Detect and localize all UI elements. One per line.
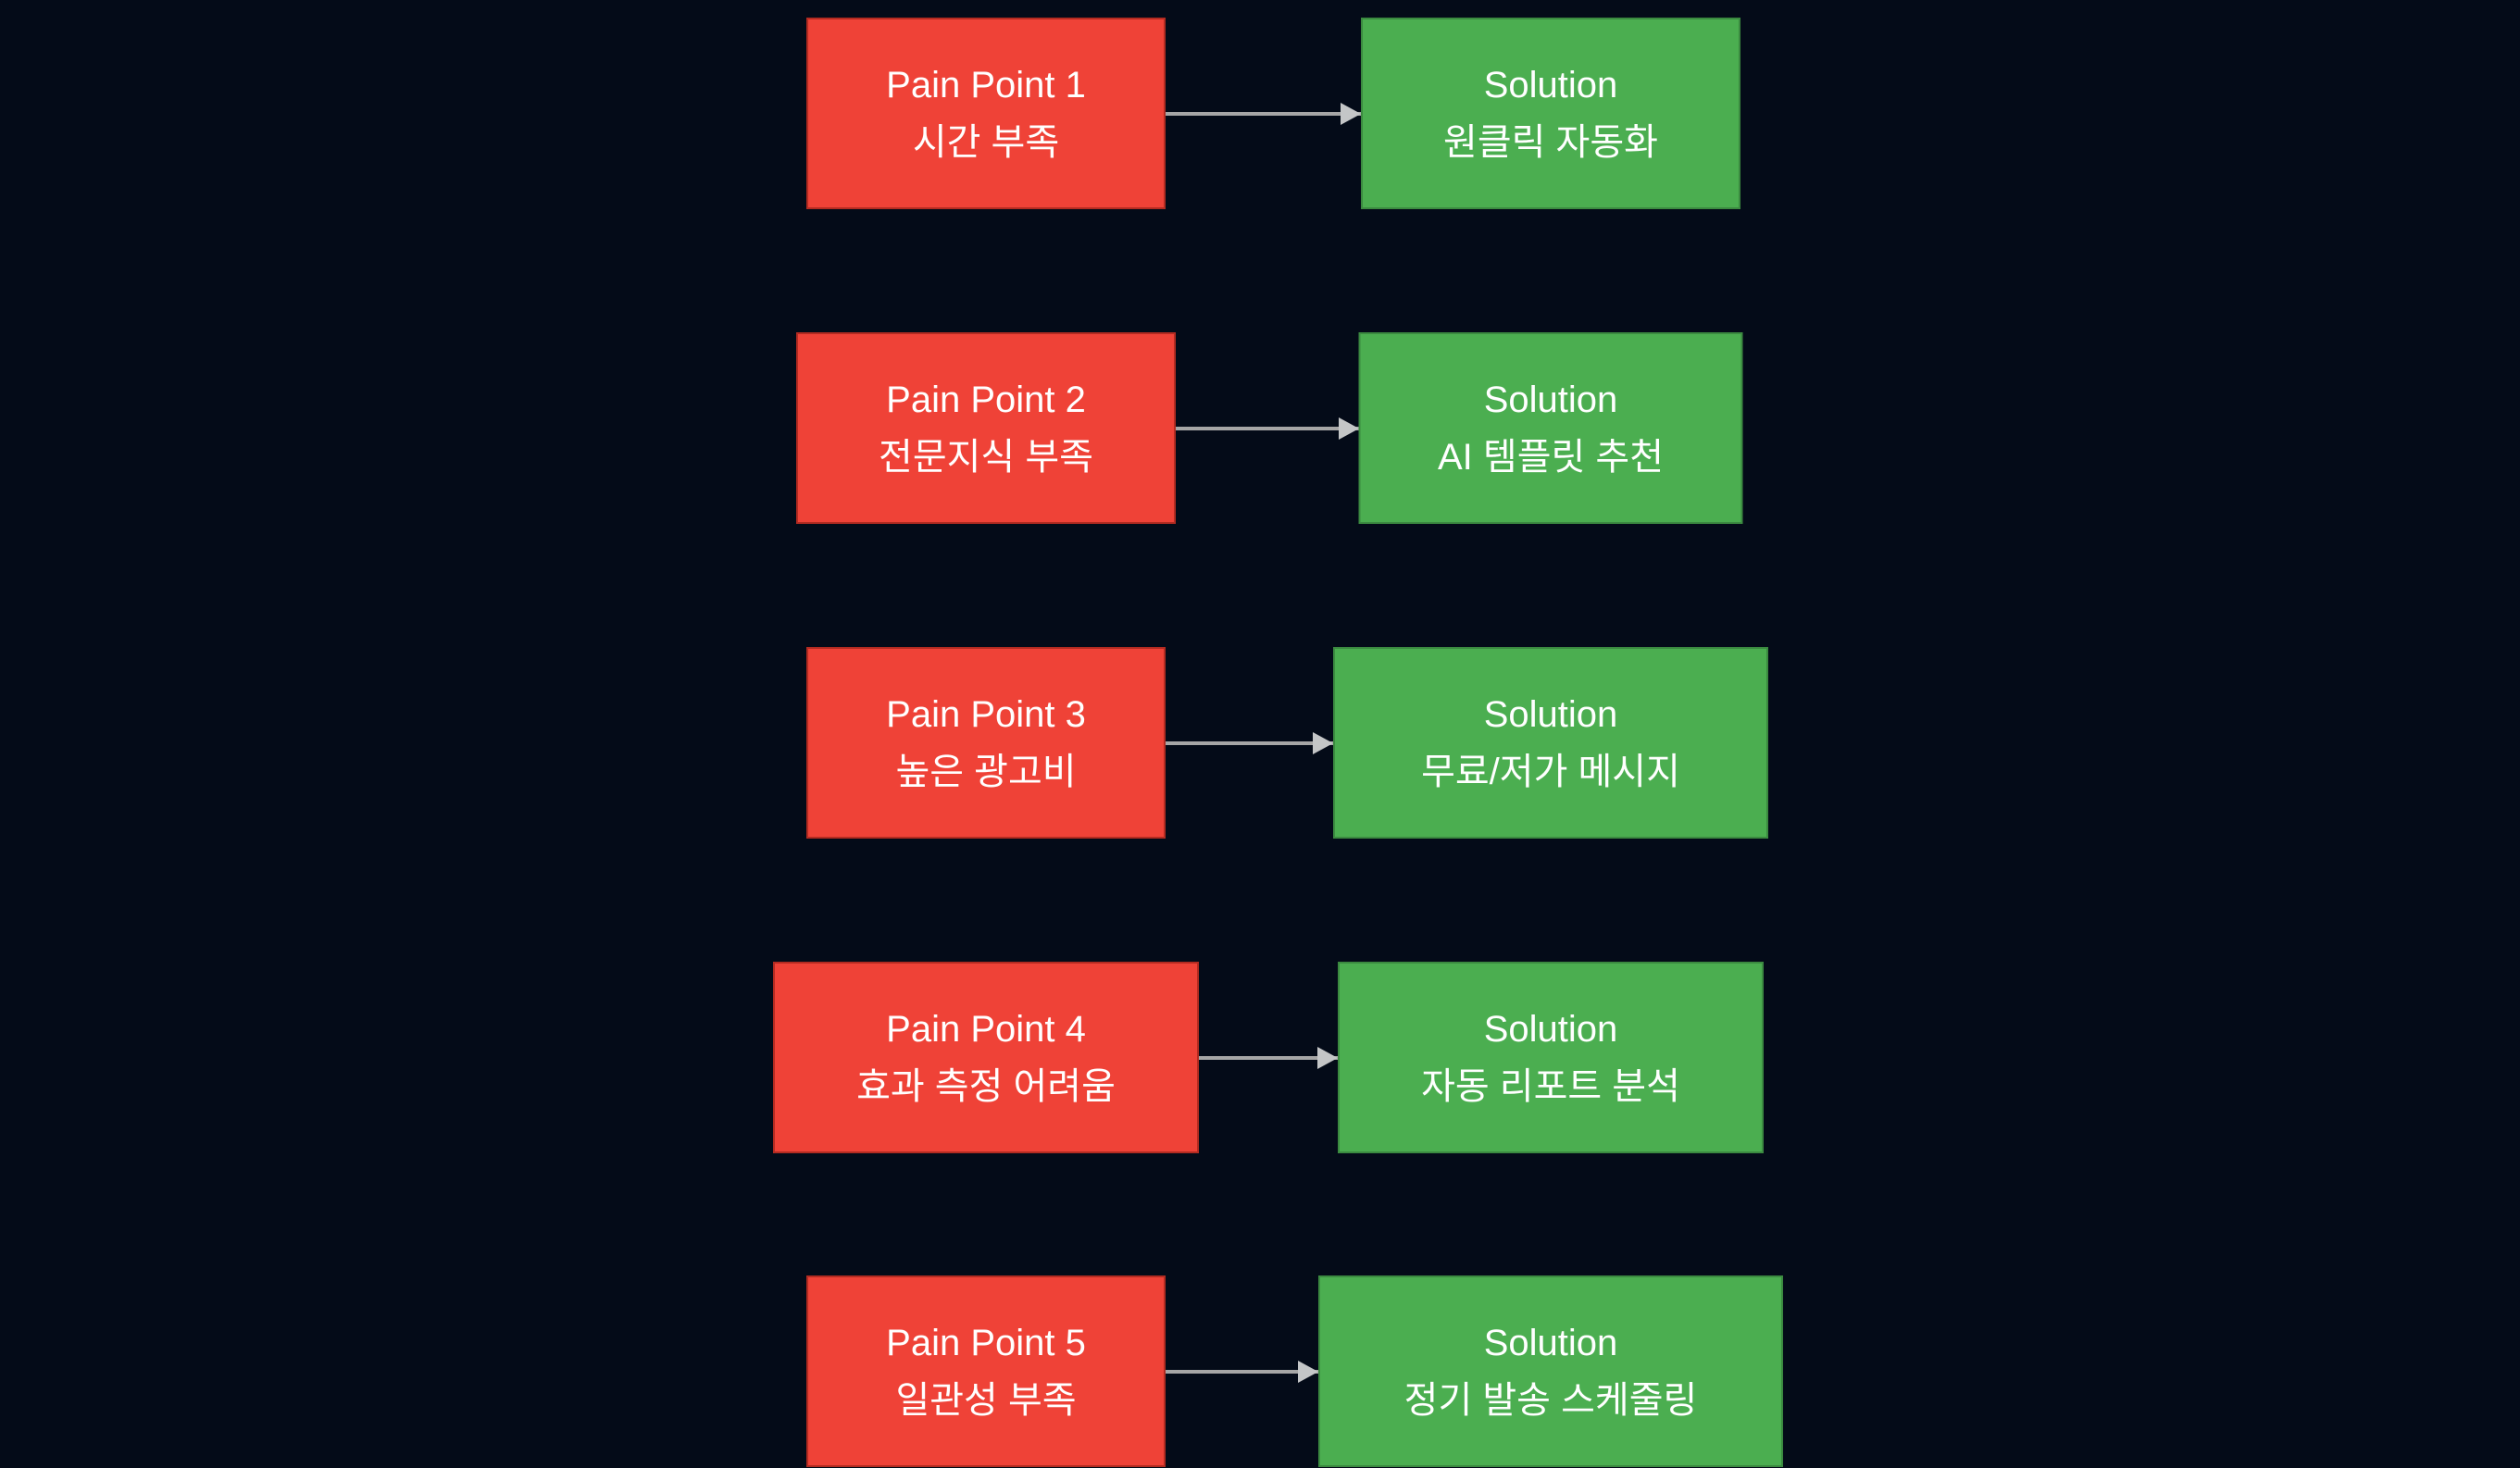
- arrow-connector: [1166, 1369, 1318, 1374]
- pain-point-title: Pain Point 3: [886, 693, 1086, 735]
- solution-subtitle: 원클릭 자동화: [1443, 121, 1658, 163]
- pain-point-title: Pain Point 5: [886, 1322, 1086, 1363]
- arrow-connector: [1199, 1055, 1338, 1060]
- pain-point-subtitle: 일관성 부족: [895, 1379, 1077, 1421]
- mapping-row: Pain Point 2 전문지식 부족 Solution AI 템플릿 추천: [0, 332, 2520, 524]
- solution-title: Solution: [1483, 64, 1618, 106]
- solution-box: Solution 정기 발송 스케줄링: [1318, 1275, 1783, 1467]
- mapping-row: Pain Point 1 시간 부족 Solution 원클릭 자동화: [0, 18, 2520, 209]
- solution-box: Solution AI 템플릿 추천: [1358, 332, 1743, 524]
- arrow-connector: [1166, 740, 1333, 745]
- solution-title: Solution: [1483, 693, 1618, 735]
- mapping-row: Pain Point 5 일관성 부족 Solution 정기 발송 스케줄링: [0, 1275, 2520, 1467]
- pain-point-box: Pain Point 3 높은 광고비: [806, 647, 1166, 839]
- pain-point-subtitle: 전문지식 부족: [879, 436, 1093, 478]
- arrow-connector: [1176, 426, 1359, 430]
- pain-point-box: Pain Point 5 일관성 부족: [806, 1275, 1166, 1467]
- pain-point-box: Pain Point 1 시간 부족: [806, 18, 1166, 209]
- solution-subtitle: 자동 리포트 분석: [1421, 1065, 1680, 1107]
- solution-box: Solution 무료/저가 메시지: [1333, 647, 1768, 839]
- pain-point-box: Pain Point 4 효과 측정 어려움: [773, 962, 1199, 1153]
- solution-title: Solution: [1483, 379, 1618, 420]
- pain-point-title: Pain Point 1: [886, 64, 1086, 106]
- arrow-connector: [1166, 111, 1361, 116]
- pain-point-box: Pain Point 2 전문지식 부족: [796, 332, 1176, 524]
- pain-point-subtitle: 효과 측정 어려움: [856, 1065, 1116, 1107]
- solution-subtitle: 무료/저가 메시지: [1421, 751, 1680, 792]
- pain-point-title: Pain Point 2: [886, 379, 1086, 420]
- mapping-row: Pain Point 4 효과 측정 어려움 Solution 자동 리포트 분…: [0, 962, 2520, 1153]
- solution-subtitle: 정기 발송 스케줄링: [1403, 1379, 1698, 1421]
- solution-box: Solution 원클릭 자동화: [1361, 18, 1740, 209]
- solution-title: Solution: [1483, 1008, 1618, 1050]
- solution-title: Solution: [1483, 1322, 1618, 1363]
- solution-subtitle: AI 템플릿 추천: [1437, 436, 1665, 478]
- pain-point-subtitle: 시간 부족: [912, 121, 1060, 163]
- mapping-row: Pain Point 3 높은 광고비 Solution 무료/저가 메시지: [0, 647, 2520, 839]
- solution-box: Solution 자동 리포트 분석: [1338, 962, 1764, 1153]
- pain-point-title: Pain Point 4: [886, 1008, 1086, 1050]
- pain-point-subtitle: 높은 광고비: [895, 751, 1077, 792]
